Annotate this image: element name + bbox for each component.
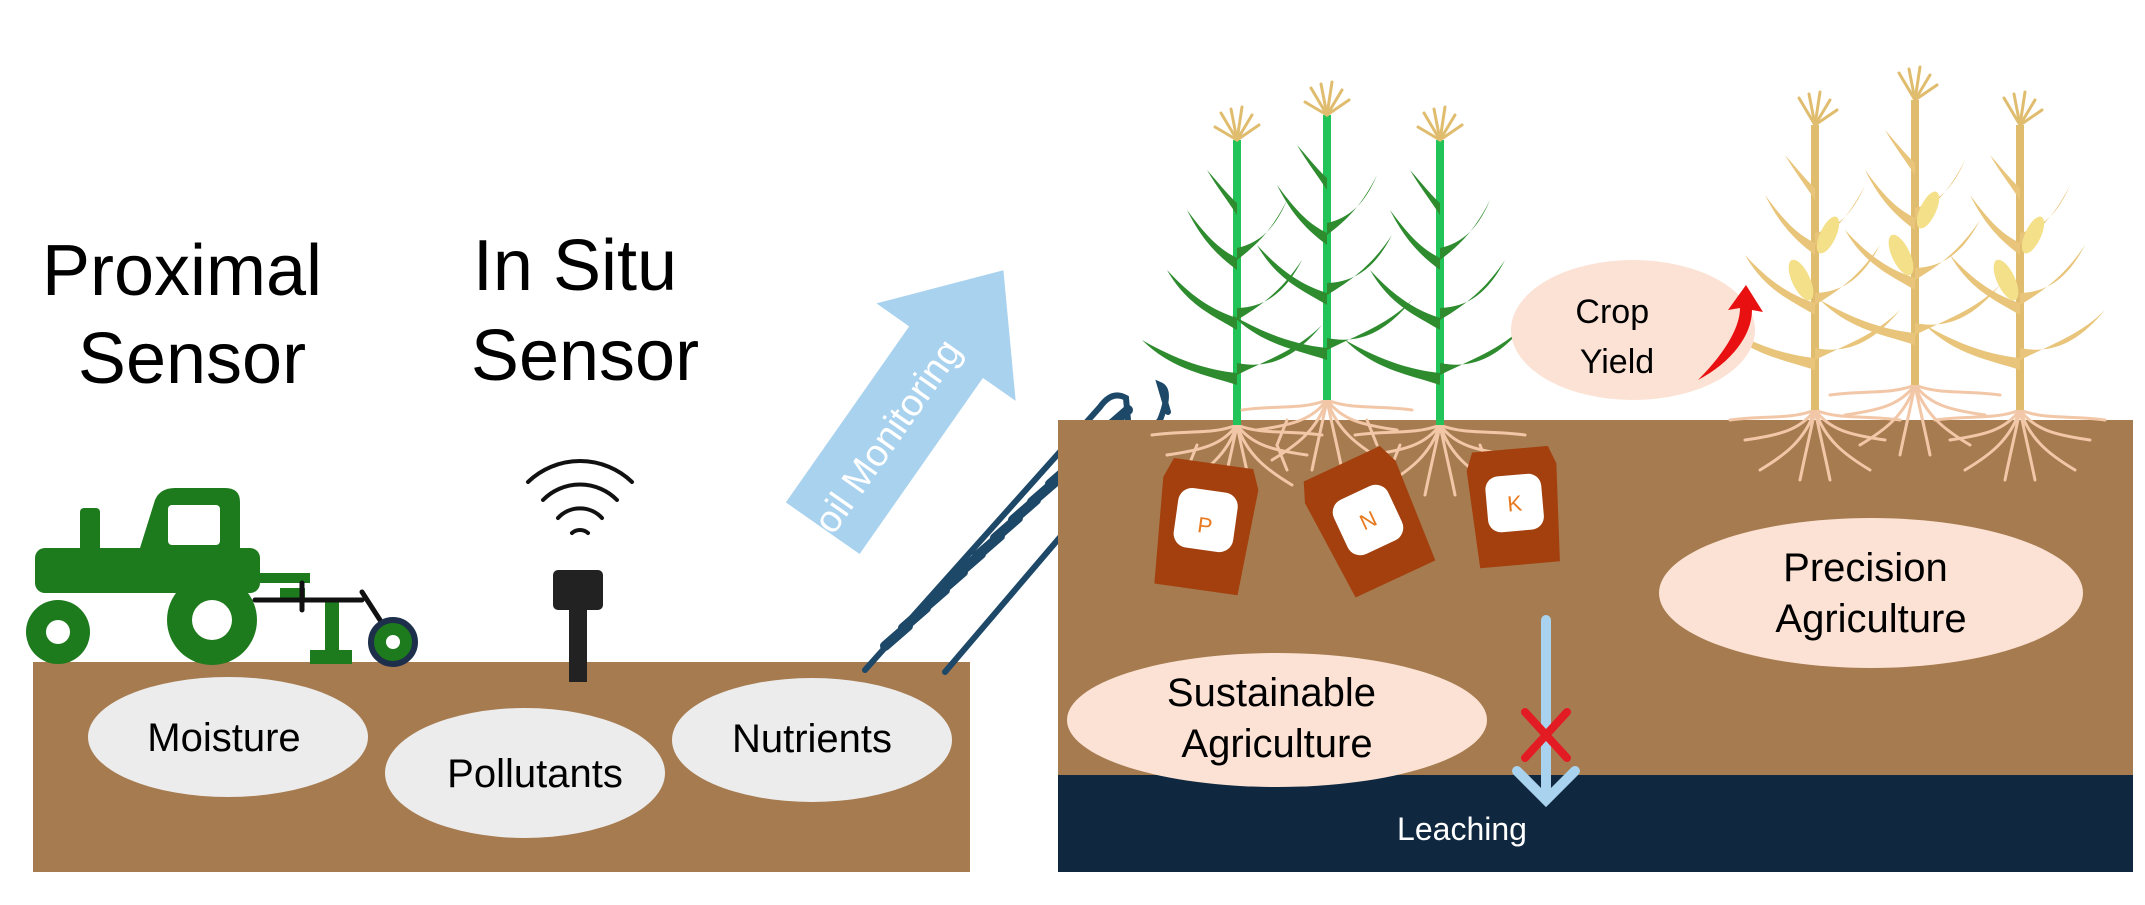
leaching-label: Leaching bbox=[1397, 811, 1527, 847]
tractor-icon bbox=[26, 488, 352, 665]
moisture-label: Moisture bbox=[147, 716, 300, 760]
fertilizer-bag-icon: K bbox=[1466, 445, 1560, 569]
pollutants-oval bbox=[385, 708, 665, 838]
proximal-sensor-heading: Proximal Sensor bbox=[42, 231, 342, 399]
sustainable-agriculture-oval bbox=[1067, 653, 1487, 787]
corn-plant-icon bbox=[1230, 80, 1414, 472]
bag-label-k: K bbox=[1506, 490, 1523, 516]
precision-agriculture-label: Precision Agriculture bbox=[1775, 546, 1966, 641]
sustainable-agriculture-label: Sustainable Agriculture bbox=[1167, 671, 1387, 766]
moisture-oval bbox=[88, 677, 368, 797]
leaching-layer bbox=[1058, 775, 2133, 872]
fertilizer-bag-icon: N bbox=[1303, 446, 1436, 598]
nutrients-label: Nutrients bbox=[732, 717, 892, 761]
mature-corn-plants bbox=[1718, 65, 2107, 482]
x-mark-icon bbox=[1521, 708, 1571, 762]
pollutants-label: Pollutants bbox=[447, 752, 623, 796]
sensor-probe-icon bbox=[553, 570, 603, 682]
crop-yield-label: Crop Yield bbox=[1575, 293, 1658, 381]
precision-agriculture-oval bbox=[1659, 518, 2083, 668]
bag-label-p: P bbox=[1196, 512, 1214, 539]
tractor-hitch bbox=[252, 580, 383, 623]
fertilizer-bag-icon: P bbox=[1154, 458, 1259, 596]
up-arrow-icon bbox=[1698, 285, 1763, 380]
nutrients-oval bbox=[672, 678, 952, 802]
crop-yield-oval bbox=[1511, 260, 1755, 400]
soil-monitoring-arrow: Soil Monitoring bbox=[785, 270, 1016, 562]
tractor-rear-wheel bbox=[368, 617, 418, 667]
leaching-arrow bbox=[1512, 615, 1580, 808]
soil-monitoring-label: Soil Monitoring bbox=[792, 332, 971, 562]
wifi-signal-icon bbox=[526, 459, 634, 535]
corn-plant-icon bbox=[1818, 65, 2002, 457]
in-situ-sensor-heading: In Situ Sensor bbox=[471, 226, 699, 396]
